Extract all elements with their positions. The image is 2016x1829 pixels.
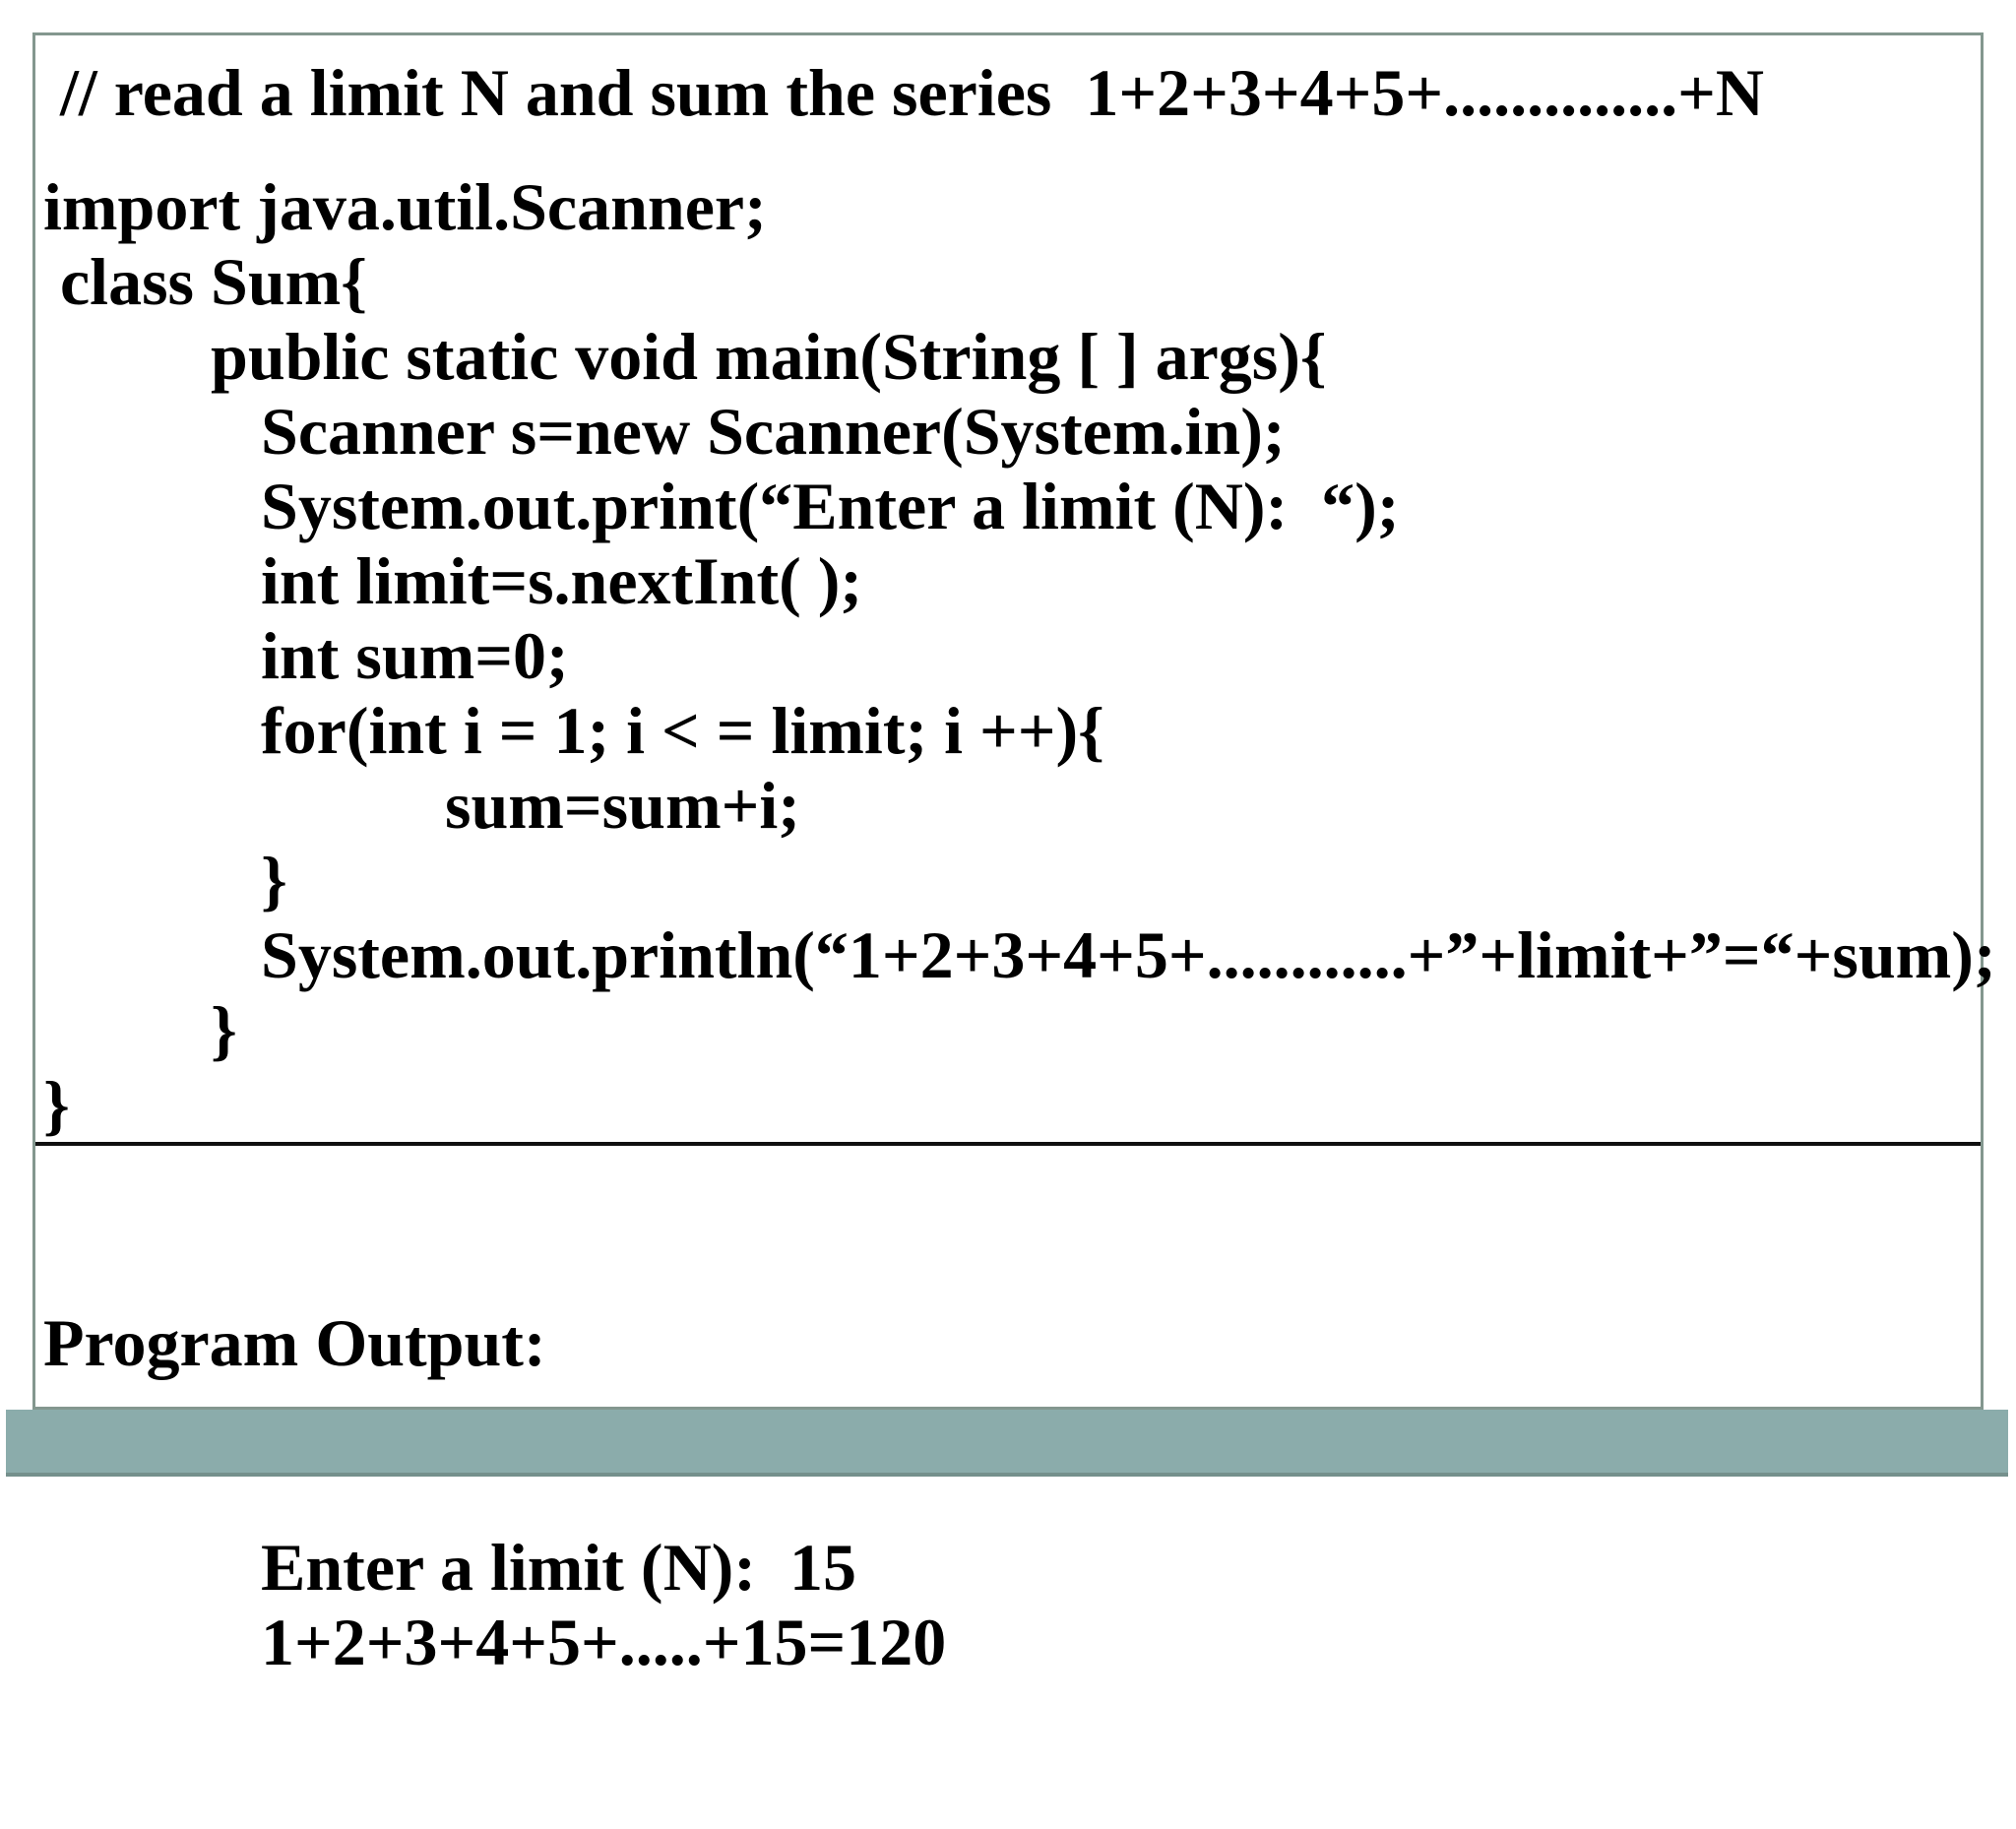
code-line: // read a limit N and sum the series 1+2…	[43, 55, 1764, 130]
program-output-heading: Program Output:	[43, 1305, 546, 1380]
code-line: }	[43, 1067, 70, 1142]
slide-canvas: { "colors": { "box_border": "#83978F", "…	[6, 32, 2008, 1679]
code-blank-line	[43, 130, 1975, 169]
program-output-line: 1+2+3+4+5+.....+15=120	[43, 1605, 947, 1679]
code-line: }	[43, 843, 287, 917]
code-line: int sum=0;	[43, 618, 569, 693]
bottom-accent-bar	[6, 1410, 2008, 1477]
code-line: import java.util.Scanner;	[43, 169, 767, 244]
program-output-lines: Enter a limit (N): 15 1+2+3+4+5+.....+15…	[43, 1530, 1975, 1679]
code-line: int limit=s.nextInt( );	[43, 543, 863, 618]
code-box: // read a limit N and sum the series 1+2…	[32, 32, 1996, 1679]
section-divider	[35, 1142, 1981, 1146]
code-line: System.out.print(“Enter a limit (N): “);	[43, 469, 1400, 543]
code-line: sum=sum+i;	[43, 768, 800, 843]
code-area: // read a limit N and sum the series 1+2…	[35, 35, 1996, 1142]
code-line: System.out.println(“1+2+3+4+5+..........…	[43, 917, 1996, 992]
program-output-line: Enter a limit (N): 15	[43, 1530, 856, 1605]
code-line: for(int i = 1; i < = limit; i ++){	[43, 693, 1104, 768]
program-output-area: Program Output: Enter a limit (N): 15 1+…	[35, 1146, 1981, 1829]
code-line: }	[43, 992, 237, 1067]
code-line: public static void main(String [ ] args)…	[43, 319, 1327, 394]
code-line: class Sum{	[43, 244, 368, 319]
code-line: Scanner s=new Scanner(System.in);	[43, 394, 1286, 469]
